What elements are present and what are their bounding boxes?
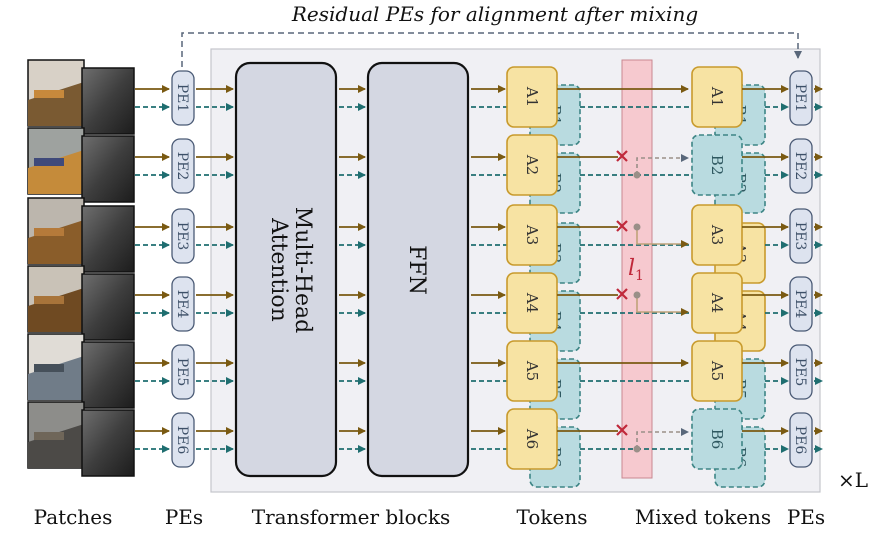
- ffn-block: FFN: [366, 61, 470, 478]
- pe-right-3: PE3: [789, 208, 813, 264]
- pe-label: PE2: [174, 152, 190, 181]
- mix-path: [636, 227, 689, 248]
- pe-left-5: PE5: [171, 344, 195, 400]
- caption-transformer: Transformer blocks: [252, 505, 451, 529]
- ffn-label: FFN: [404, 245, 429, 295]
- row-2: PE2B2A2B2B2PE2: [27, 127, 823, 214]
- pe-label: PE6: [174, 426, 190, 455]
- patch-image: [27, 127, 85, 195]
- mixed-token-front: A4: [691, 272, 743, 334]
- mixed-token-front: A3: [691, 204, 743, 266]
- token-a: A4: [506, 272, 558, 334]
- mixed-token-front: A5: [691, 340, 743, 402]
- token-label: B6: [708, 429, 726, 450]
- token-label: A2: [523, 154, 541, 175]
- mixing-connectors: [633, 154, 689, 453]
- row-6: PE6B6A6B6B6PE6: [27, 401, 823, 488]
- repeat-label: ×L: [838, 468, 868, 492]
- row-1: PE1B1A1B1A1PE1: [27, 59, 823, 146]
- mixing-band: [621, 59, 653, 479]
- feature-map: [81, 67, 135, 135]
- pe-label: PE1: [174, 84, 190, 113]
- drop-cross: [616, 424, 628, 436]
- mixed-token-front: A1: [691, 66, 743, 128]
- token-label: A4: [523, 292, 541, 313]
- attention-label-line1: Multi-Head: [290, 207, 315, 333]
- token-a: A6: [506, 408, 558, 470]
- pe-left-1: PE1: [171, 70, 195, 126]
- token-label: A5: [523, 360, 541, 381]
- patch-image: [27, 265, 85, 333]
- pe-label: PE3: [792, 222, 808, 251]
- mixed-token-front: B6: [691, 408, 743, 470]
- patch-image: [27, 197, 85, 265]
- pe-label: PE4: [174, 290, 190, 319]
- residual-pe-path: [181, 32, 802, 67]
- mix-node: [633, 445, 641, 453]
- token-a: A2: [506, 134, 558, 196]
- drop-cross: [616, 150, 628, 162]
- token-a: A5: [506, 340, 558, 402]
- pe-label: PE4: [792, 290, 808, 319]
- token-label: A3: [708, 224, 726, 245]
- row-3: PE3B3A3A3A3PE3: [27, 197, 823, 284]
- attention-block: Multi-Head Attention: [234, 61, 338, 478]
- token-label: B2: [708, 155, 726, 176]
- patch-image: [27, 333, 85, 401]
- pe-label: PE2: [792, 152, 808, 181]
- mix-node: [633, 291, 641, 299]
- patch-image: [27, 59, 85, 127]
- feature-map: [81, 409, 135, 477]
- patch-image: [27, 401, 85, 469]
- mix-path: [636, 428, 689, 449]
- mix-node: [633, 223, 641, 231]
- pe-right-6: PE6: [789, 412, 813, 468]
- token-rows: PE1B1A1B1A1PE1PE2B2A2B2B2PE2PE3B3A3A3A3P…: [27, 59, 823, 488]
- pe-left-3: PE3: [171, 208, 195, 264]
- pe-right-5: PE5: [789, 344, 813, 400]
- pe-right-4: PE4: [789, 276, 813, 332]
- row-5: PE5B5A5B5A5PE5: [27, 333, 823, 420]
- pe-right-2: PE2: [789, 138, 813, 194]
- token-a: A1: [506, 66, 558, 128]
- caption-mixed-tokens: Mixed tokens: [635, 505, 771, 529]
- drop-cross: [616, 220, 628, 232]
- attention-label-line2: Attention: [266, 217, 291, 322]
- token-label: A1: [708, 86, 726, 107]
- token-label: A3: [523, 224, 541, 245]
- token-label: A5: [708, 360, 726, 381]
- feature-map: [81, 341, 135, 409]
- pe-label: PE6: [792, 426, 808, 455]
- mix-path: [636, 154, 689, 175]
- caption-pes-left: PEs: [165, 505, 203, 529]
- feature-map: [81, 205, 135, 273]
- pe-label: PE5: [792, 358, 808, 387]
- token-label: A6: [523, 428, 541, 449]
- caption-pes-right: PEs: [787, 505, 825, 529]
- mix-path: [636, 295, 689, 316]
- l1-label: l1: [628, 256, 644, 284]
- token-label: A4: [708, 292, 726, 313]
- caption-tokens: Tokens: [517, 505, 588, 529]
- pe-right-1: PE1: [789, 70, 813, 126]
- token-a: A3: [506, 204, 558, 266]
- feature-map: [81, 135, 135, 203]
- pe-label: PE5: [174, 358, 190, 387]
- pe-label: PE1: [792, 84, 808, 113]
- mix-node: [633, 171, 641, 179]
- pe-left-6: PE6: [171, 412, 195, 468]
- pe-label: PE3: [174, 222, 190, 251]
- drop-cross: [616, 288, 628, 300]
- residual-pe-title: Residual PEs for alignment after mixing: [291, 2, 698, 26]
- pe-left-2: PE2: [171, 138, 195, 194]
- caption-patches: Patches: [34, 505, 113, 529]
- feature-map: [81, 273, 135, 341]
- pe-left-4: PE4: [171, 276, 195, 332]
- token-label: A1: [523, 86, 541, 107]
- row-4: PE4B4A4A4A4PE4: [27, 265, 823, 352]
- mixed-token-front: B2: [691, 134, 743, 196]
